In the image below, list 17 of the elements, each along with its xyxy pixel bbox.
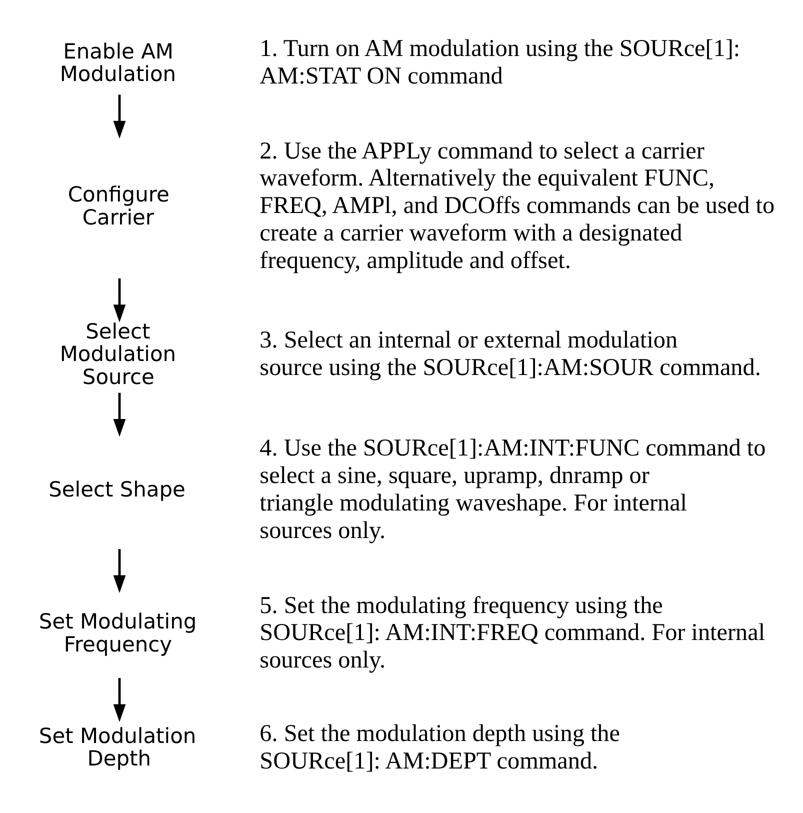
node-text: Enable AM Modulation — [60, 39, 176, 86]
node-text: Select Modulation Source — [60, 320, 176, 389]
node-label: 6. Set the modulation depth using the SOURce[1]: AM:DEPT command. — [260, 720, 620, 774]
arrow — [113, 392, 126, 437]
node-label: 3. Select an internal or external modulation source using the SOURce[1]:AM:SOUR command. — [260, 326, 761, 382]
node-label: 2. Use the APPLy command to select a carrier waveform. Alternatively the equivalent FUNC, FREQ, AMPl, and DCOffs commands can be used to create a carrier waveform with a designated frequency, amplitude and offset. — [260, 137, 775, 274]
arrow — [113, 678, 126, 722]
arrow — [113, 549, 126, 594]
node-text: Select Shape — [48, 478, 186, 502]
node-label: 1. Turn on AM modulation using the SOURce[1]: AM:STAT ON command — [260, 35, 740, 90]
node-label: 4. Use the SOURce[1]:AM:INT:FUNC command to select a sine, square, upramp, dnramp or triangle modulating waveshape. For internal sources only. — [260, 434, 766, 544]
node-label: 5. Set the modulating frequency using the SOURce[1]: AM:INT:FREQ command. For internal sources only. — [260, 592, 766, 674]
node-text: Set Modulation Depth — [38, 724, 196, 771]
arrow — [113, 278, 126, 322]
node-text: Configure Carrier — [68, 182, 170, 230]
node-text: Set Modulating Frequency — [38, 610, 197, 656]
arrow — [113, 94, 126, 139]
